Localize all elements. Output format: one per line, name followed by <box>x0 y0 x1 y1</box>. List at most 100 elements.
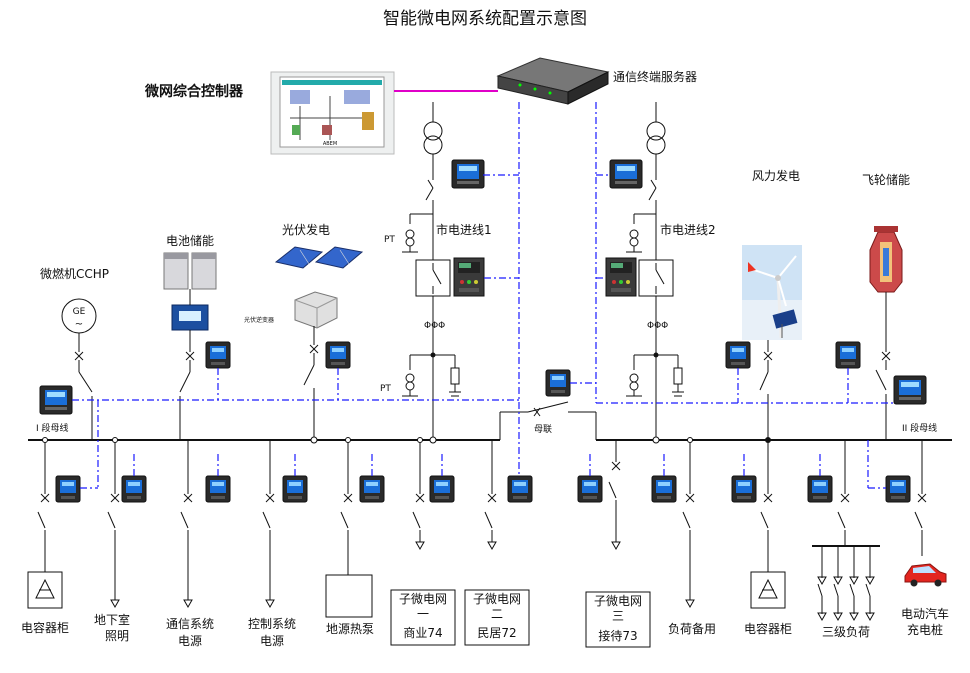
meter-sub2 <box>507 475 533 503</box>
label-cap2: 电容器柜 <box>744 621 792 636</box>
feeder2-bus-node <box>652 436 660 444</box>
node-sub1 <box>417 437 423 443</box>
pv-inverter-label: 光伏逆变器 <box>244 316 274 324</box>
flywheel-label: 飞轮储能 <box>862 172 910 187</box>
wind-meter <box>725 341 751 369</box>
label-sub2-3: 民居72 <box>477 626 516 640</box>
battery-cabinets <box>163 252 217 290</box>
label-comm-2: 电源 <box>178 634 202 648</box>
label-sub1-3: 商业74 <box>403 625 442 640</box>
label-sub3-2: 三 <box>612 609 624 623</box>
arrow-sub3 <box>611 541 621 550</box>
label-sub3-3: 接待73 <box>598 628 637 643</box>
arrow-control <box>265 599 275 608</box>
meter-control <box>282 475 308 503</box>
node-heatpump <box>345 437 351 443</box>
arrow-tertiary-3 <box>849 576 859 585</box>
ccphp-branch <box>74 333 93 440</box>
label-heatpump: 地源热泵 <box>326 622 374 636</box>
pv-branch <box>303 326 319 440</box>
wind-label: 风力发电 <box>752 168 800 183</box>
arrow-sub2 <box>487 541 497 550</box>
meter-heatpump <box>359 475 385 503</box>
meter-ev <box>885 475 911 503</box>
meter-reserve <box>651 475 677 503</box>
diagram-title: 智能微电网系统配置示意图 <box>383 9 587 29</box>
arrow-tertiary-2 <box>833 576 843 585</box>
label-ev-1: 电动汽车 <box>901 606 949 621</box>
label-sub3-1: 子微电网 <box>594 594 642 608</box>
ev-car-icon <box>904 563 947 587</box>
bus-left-tag: I 段母线 <box>36 422 69 434</box>
arrow-basement <box>110 599 120 608</box>
meter-basement <box>121 475 147 503</box>
arrow-comm <box>183 599 193 608</box>
feeder1-node <box>430 352 436 358</box>
pv-panels <box>274 246 364 269</box>
label-basement-2: 照明 <box>105 629 129 643</box>
flywheel-meter <box>835 341 861 369</box>
meter-cap2 <box>731 475 757 503</box>
controller-label: 微网综合控制器 <box>144 83 244 100</box>
meter-cap1 <box>55 475 81 503</box>
meter-sub1 <box>429 475 455 503</box>
battery-converter <box>171 304 209 331</box>
feeder2-meter <box>609 159 643 189</box>
arrow-tertiary-4 <box>865 576 875 585</box>
feeder2-relay <box>605 257 637 297</box>
label-comm-1: 通信系统 <box>166 617 214 631</box>
pv-bus-node <box>310 436 318 444</box>
label-sub2-1: 子微电网 <box>473 592 521 606</box>
label-control-1: 控制系统 <box>248 617 296 631</box>
label-reserve: 负荷备用 <box>668 622 716 636</box>
feeder2-phase-marks: ΦΦΦ <box>647 321 668 331</box>
capacitor-cabinet-2-icon <box>750 571 786 609</box>
pv-meter <box>325 341 351 369</box>
bus-tie <box>499 401 597 440</box>
controller-screen: ABEM <box>270 71 395 155</box>
arrow-tertiary-8 <box>865 612 875 621</box>
label-control-2: 电源 <box>260 634 284 648</box>
battery-meter <box>205 341 231 369</box>
ccphp-label: 微燃机CCHP <box>40 266 109 281</box>
bus-right-tag: II 段母线 <box>902 422 937 434</box>
label-sub1-2: 一 <box>417 607 429 621</box>
capacitor-cabinet-1-icon <box>27 571 63 609</box>
arrow-tertiary-7 <box>849 612 859 621</box>
pv-label: 光伏发电 <box>282 222 330 237</box>
feeder1-pt-upper: PT <box>384 235 395 245</box>
feeder1-branch <box>402 102 461 440</box>
sub-grid-1-box <box>390 589 456 646</box>
meter-comm <box>205 475 231 503</box>
meter-sub3 <box>577 475 603 503</box>
label-sub2-2: 二 <box>491 607 503 621</box>
feeder1-pt-lower: PT <box>380 384 391 394</box>
feeder1-bus-node <box>429 436 437 444</box>
ccphp-meter <box>39 385 73 415</box>
arrow-tertiary-1 <box>817 576 827 585</box>
arrow-reserve <box>685 599 695 608</box>
feeder1-meter <box>451 159 485 189</box>
flywheel-image <box>869 226 903 293</box>
flywheel-bus-meter <box>893 375 927 405</box>
feeder1-relay <box>453 257 485 297</box>
ge-generator-text: GE <box>73 307 86 317</box>
node-reserve <box>687 437 693 443</box>
wind-turbine-image <box>742 245 802 340</box>
flywheel-branch <box>875 292 891 440</box>
wind-branch <box>759 340 773 440</box>
load-branches <box>37 440 927 614</box>
label-basement-1: 地下室 <box>94 612 130 627</box>
controller-screen-text: ABEM <box>323 141 337 147</box>
label-tertiary: 三级负荷 <box>822 625 870 639</box>
pv-inverter <box>294 291 338 329</box>
sub-grid-3-box <box>585 591 651 648</box>
meter-tertiary <box>807 475 833 503</box>
battery-branch <box>179 289 195 440</box>
ge-generator-wave: ~ <box>75 319 83 330</box>
bus-tie-label: 母联 <box>534 424 552 435</box>
arrow-tertiary-5 <box>817 612 827 621</box>
sub-grid-2-box <box>464 589 530 646</box>
